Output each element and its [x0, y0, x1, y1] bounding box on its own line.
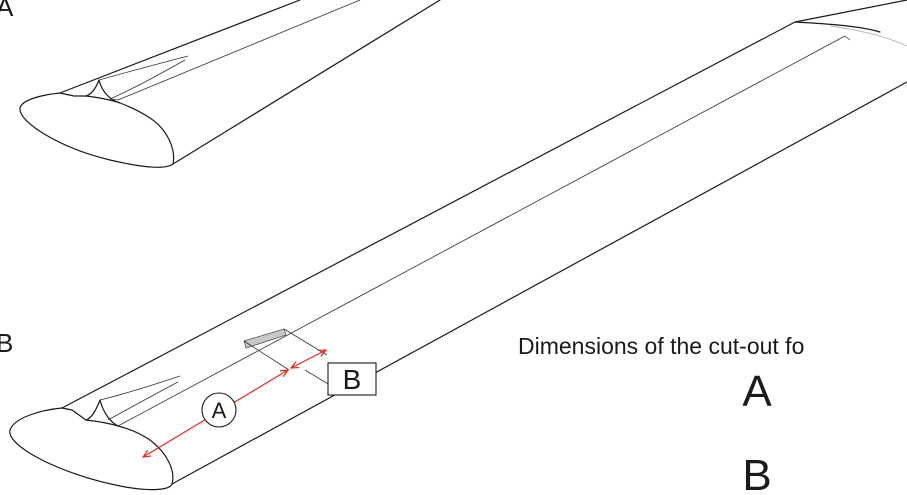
wing-bottom-flap-line	[99, 375, 181, 401]
wing-top-trailing-edge	[59, 0, 301, 94]
wing-top-flap-line-3	[109, 98, 119, 101]
wing-top-spar-line	[117, 0, 361, 101]
cutout-extension-1	[243, 340, 290, 371]
wing-bottom-root-airfoil	[9, 407, 174, 491]
legend-item-a: A	[742, 367, 772, 416]
legend-item-b: B	[742, 451, 771, 495]
wing-bottom	[9, 0, 907, 491]
callout-b-leader	[304, 369, 331, 386]
cutout-extension-2	[283, 328, 328, 356]
wing-bottom-leading-edge	[171, 81, 907, 485]
wing-top-flap-line-2	[109, 59, 186, 100]
panel-label-bottom: B	[0, 328, 13, 358]
wing-bottom-tip-upper	[794, 21, 881, 33]
wing-top-root-airfoil	[19, 92, 175, 168]
panel-label-top: A	[0, 0, 14, 22]
dimension-a-label: A	[212, 398, 227, 423]
legend-heading: Dimensions of the cut-out fo	[518, 333, 804, 359]
dimension-b-arrow	[291, 350, 326, 368]
dimension-b-box	[327, 362, 377, 396]
cutout-area	[243, 328, 287, 349]
dimension-b-label: B	[343, 364, 362, 395]
wing-bottom-spar-line	[117, 35, 846, 427]
dimension-a-circle	[201, 392, 237, 428]
wing-top	[19, 0, 441, 168]
wing-bottom-tip-faint	[829, 25, 907, 47]
wing-top-leading-edge	[172, 0, 441, 165]
wing-bottom-tip-ridge	[844, 35, 851, 41]
wing-top-flap-line	[98, 55, 189, 81]
